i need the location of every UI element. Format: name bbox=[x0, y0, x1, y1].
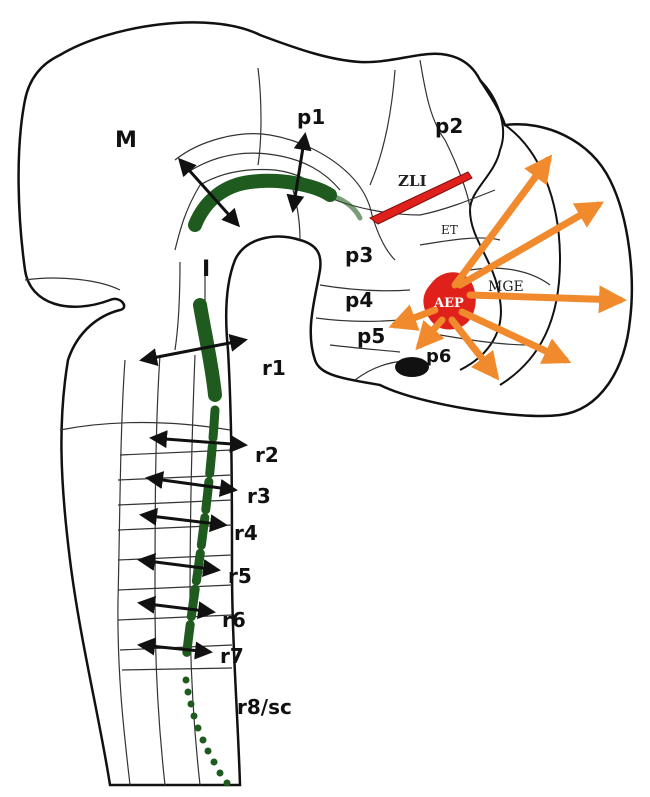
label-p2: p2 bbox=[435, 114, 463, 138]
label-p3: p3 bbox=[345, 243, 373, 267]
label-r1: r1 bbox=[262, 356, 286, 380]
label-r2: r2 bbox=[255, 443, 279, 467]
label-r5: r5 bbox=[228, 564, 252, 588]
brain-outer-outline bbox=[19, 22, 632, 785]
label-r7: r7 bbox=[220, 644, 244, 668]
p6-black-spot bbox=[395, 357, 429, 377]
label-r3: r3 bbox=[247, 484, 271, 508]
label-r6: r6 bbox=[222, 608, 246, 632]
label-mge: MGE bbox=[488, 279, 524, 295]
label-p1: p1 bbox=[297, 105, 325, 129]
label-r4: r4 bbox=[234, 521, 258, 545]
label-p6: p6 bbox=[426, 346, 451, 367]
label-zli: ZLI bbox=[398, 172, 427, 190]
label-isthmus: I bbox=[202, 257, 210, 282]
label-m: M bbox=[115, 128, 137, 153]
label-p5: p5 bbox=[357, 324, 385, 348]
label-et: ET bbox=[441, 223, 458, 237]
label-r8-sc: r8/sc bbox=[237, 695, 292, 719]
label-p4: p4 bbox=[345, 288, 373, 312]
label-aep: AEP bbox=[433, 296, 464, 311]
